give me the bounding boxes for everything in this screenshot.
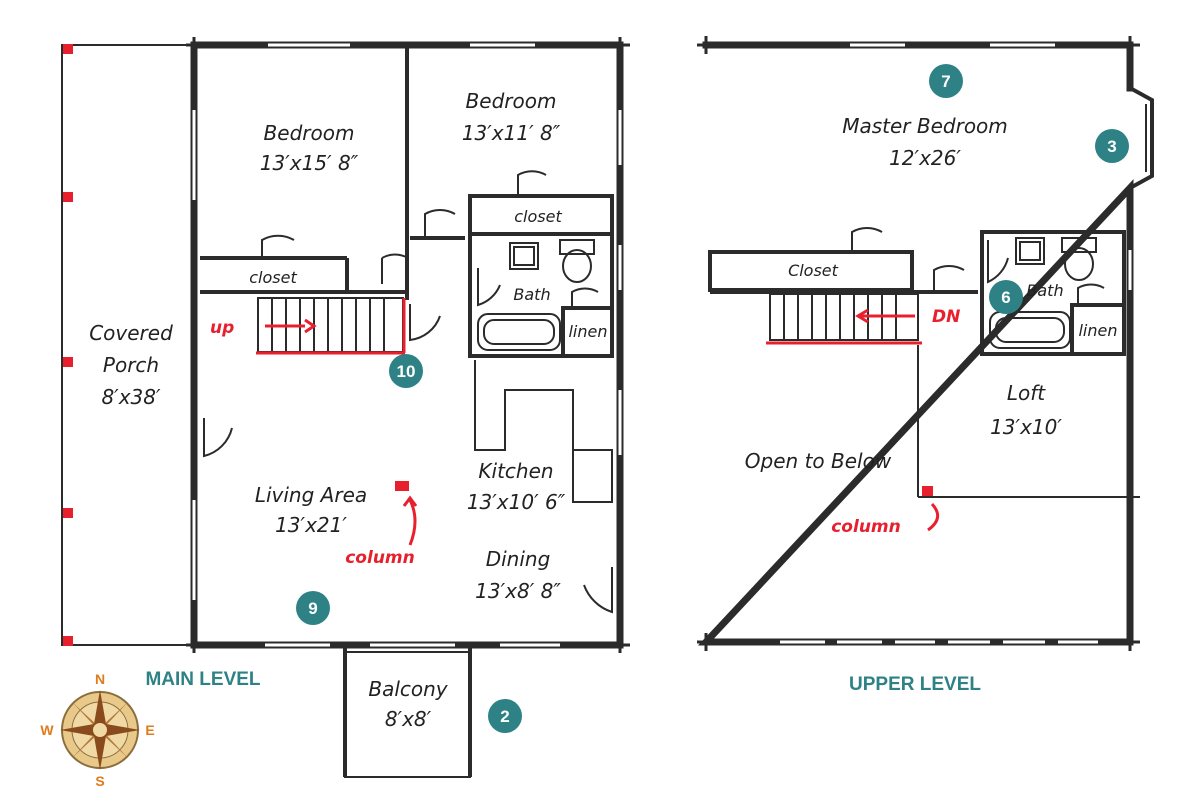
- bay-window: [1129, 86, 1154, 190]
- bedroom2-size: 13′x11′ 8″: [462, 121, 561, 145]
- main-column-mark: [395, 481, 409, 491]
- bedroom2-name: Bedroom: [466, 89, 557, 113]
- photo-badges: 10 9 2 7 3 6: [296, 64, 1129, 733]
- upper-level-plan: Master Bedroom 12′x26′ Closet Bath linen…: [697, 36, 1154, 695]
- main-doors: [203, 170, 613, 614]
- master-name: Master Bedroom: [842, 114, 1008, 138]
- svg-text:10: 10: [397, 362, 416, 381]
- upper-bath-label: Bath: [1026, 281, 1063, 300]
- badge-10: 10: [389, 354, 423, 388]
- linen-label: linen: [568, 322, 607, 341]
- upper-stairs: [766, 293, 922, 345]
- porch-name2: Porch: [103, 353, 159, 377]
- dn-annotation: DN: [932, 307, 960, 327]
- badge-6: 6: [989, 280, 1023, 314]
- main-column-arrow: [408, 499, 417, 546]
- closet2-label: closet: [514, 207, 562, 226]
- compass-w: W: [40, 722, 54, 738]
- upper-log-ends: [697, 36, 1140, 651]
- upper-column-mark: [922, 486, 933, 496]
- main-level-title: MAIN LEVEL: [145, 669, 260, 690]
- svg-text:3: 3: [1107, 137, 1116, 156]
- up-annotation: up: [210, 318, 234, 338]
- kitchen-name: Kitchen: [478, 459, 553, 483]
- bedroom1-size: 13′x15′ 8″: [260, 151, 359, 175]
- porch-outline: [61, 44, 195, 646]
- bedroom1-name: Bedroom: [264, 121, 355, 145]
- loft-size: 13′x10′: [990, 415, 1062, 439]
- upper-column-annotation: column: [831, 517, 901, 537]
- porch-posts: [63, 44, 73, 646]
- living-size: 13′x21′: [275, 513, 347, 537]
- upper-closet-label: Closet: [788, 261, 839, 280]
- upper-level-title: UPPER LEVEL: [849, 674, 981, 695]
- main-bath-fixtures: [477, 239, 595, 351]
- upper-doors: [851, 227, 1105, 304]
- badge-2: 2: [488, 699, 522, 733]
- master-size: 12′x26′: [889, 146, 961, 170]
- kitchen-size: 13′x10′ 6″: [467, 490, 566, 514]
- open-to-below-label: Open to Below: [745, 449, 892, 473]
- svg-text:7: 7: [941, 72, 950, 91]
- upper-bath-fixtures: [989, 237, 1097, 349]
- main-level-plan: Bedroom 13′x15′ 8″ Bedroom 13′x11′ 8″ cl…: [61, 37, 630, 778]
- balcony-name: Balcony: [368, 677, 448, 701]
- badge-3: 3: [1095, 129, 1129, 163]
- svg-text:9: 9: [308, 599, 317, 618]
- upper-interior-walls: [708, 230, 1140, 498]
- balcony-size: 8′x8′: [385, 707, 432, 731]
- dining-name: Dining: [486, 547, 551, 571]
- log-ends: [186, 37, 630, 653]
- loft-name: Loft: [1007, 381, 1046, 405]
- main-windows: [192, 43, 622, 647]
- main-column-annotation: column: [345, 548, 415, 568]
- porch-size: 8′x38′: [101, 385, 161, 409]
- porch-name1: Covered: [89, 321, 173, 345]
- badge-9: 9: [296, 591, 330, 625]
- upper-windows: [780, 43, 1132, 644]
- compass-rose: N S W E: [40, 671, 154, 789]
- svg-text:2: 2: [500, 707, 509, 726]
- bath-label: Bath: [513, 285, 550, 304]
- compass-n: N: [95, 671, 105, 687]
- svg-text:6: 6: [1001, 288, 1010, 307]
- main-stairs: [256, 297, 406, 355]
- main-interior-walls: [200, 45, 614, 503]
- compass-e: E: [145, 722, 154, 738]
- badge-7: 7: [929, 64, 963, 98]
- upper-linen-label: linen: [1078, 321, 1117, 340]
- dining-size: 13′x8′ 8″: [475, 579, 561, 603]
- closet1-label: closet: [249, 268, 297, 287]
- compass-s: S: [95, 773, 104, 789]
- living-name: Living Area: [255, 483, 367, 507]
